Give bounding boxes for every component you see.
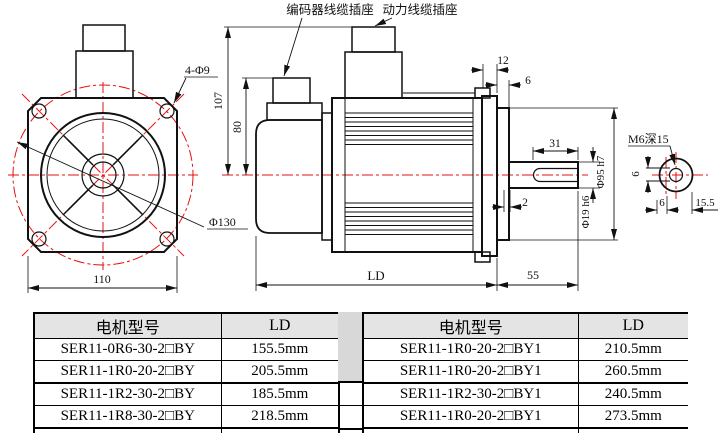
holes-label: 4-Φ9 [185, 63, 210, 77]
model-cell: SER11-1R2-30-2□BY [33, 382, 222, 406]
ld-cell: 155.5mm [220, 338, 340, 361]
key-width-dim: 6 [630, 156, 651, 193]
column-header-ld: LD [577, 312, 688, 339]
column-header-model: 电机型号 [33, 312, 222, 339]
holes-callout: 4-Φ9 [173, 63, 218, 104]
width-dimension: 110 [27, 256, 178, 293]
table-row: SER11-1R0-20-2□BY1 260.5mm [362, 360, 688, 384]
model-cell: SER11-1R2-30-2□BY1 [362, 382, 579, 406]
ld-cell: 273.5mm [577, 405, 688, 429]
model-table-right: 电机型号 LD SER11-1R0-20-2□BY1 210.5mm SER11… [362, 312, 688, 433]
ld-cell: 185.5mm [220, 382, 340, 406]
model-ld-tables: 电机型号 LD SER11-0R6-30-2□BY 155.5mm SER11-… [33, 312, 688, 433]
dim-key-width: 6 [630, 171, 642, 177]
power-connector [344, 26, 403, 99]
keyway [532, 167, 578, 183]
flange-square [27, 97, 178, 253]
dim-6: 6 [525, 75, 531, 87]
power-socket-label: 动力线缆插座 [382, 2, 457, 17]
ld-cell: 210.5mm [577, 338, 688, 361]
model-table-left: 电机型号 LD SER11-0R6-30-2□BY 155.5mm SER11-… [33, 312, 340, 433]
model-cell: SER11-1R0-20-2□BY [33, 360, 222, 384]
ld-cell: 260.5mm [577, 360, 688, 384]
model-cell: SER11-1R0-20-2□BY1 [362, 338, 579, 361]
column-header-ld: LD [220, 312, 340, 339]
table-row: SER11-1R2-30-2□BY 185.5mm [33, 382, 340, 406]
key-position-dims: 6 15.5 [645, 192, 718, 214]
dim-55: 55 [527, 268, 539, 282]
ld-cell: 218.5mm [220, 405, 340, 429]
front-connector [75, 24, 134, 99]
dim-phi19: Φ19 h6 [580, 195, 592, 228]
rear-cover [255, 119, 323, 234]
flange-thickness-dim: 12 [471, 55, 509, 93]
connector-callouts: 编码器线缆插座 动力线缆插座 [283, 2, 458, 77]
dim-80: 80 [230, 121, 244, 133]
rear-junction [321, 112, 333, 241]
model-cell: SER11-1R0-20-2□BY1 [362, 405, 579, 429]
table-row-cutoff [362, 427, 688, 433]
motor-dimension-drawing: 4-Φ9 Φ130 110 [8, 2, 718, 293]
mounting-holes [31, 103, 175, 247]
ld-cell: 205.5mm [220, 360, 340, 384]
motor-side-view: 编码器线缆插座 动力线缆插座 107 80 12 [211, 2, 618, 291]
fan-cross-spokes [62, 134, 144, 216]
ld-cell: 240.5mm [577, 382, 688, 406]
table-row: SER11-1R0-20-2□BY1 273.5mm [362, 405, 688, 429]
column-header-model: 电机型号 [362, 312, 579, 339]
bolt-circle-callout: Φ130 [16, 141, 248, 230]
encoder-conn-height-dim: 80 [230, 77, 273, 175]
model-cell: SER11-1R0-20-2□BY1 [362, 360, 579, 384]
model-cell: SER11-1R8-30-2□BY [33, 405, 222, 429]
bolt-circle-label: Φ130 [209, 215, 236, 229]
shaft-dia-dim: Φ19 h6 [578, 147, 600, 228]
tapped-hole [668, 167, 684, 183]
dim-107: 107 [211, 92, 225, 110]
dim-phi95: Φ95 h7 [595, 155, 607, 188]
dim-2: 2 [522, 197, 528, 209]
encoder-socket-label: 编码器线缆插座 [286, 2, 374, 17]
shaft-end-view: 6 6 15.5 M6深15 [628, 132, 718, 214]
table-row: SER11-1R2-30-2□BY1 240.5mm [362, 382, 688, 406]
thread-label: M6深15 [628, 132, 669, 146]
shoulder-dim: 2 [492, 190, 528, 212]
spigot [496, 107, 510, 241]
table-row: SER11-1R0-20-2□BY 205.5mm [33, 360, 340, 384]
table-row-cutoff [33, 427, 340, 433]
cooling-fins [345, 112, 473, 236]
front-flange [481, 95, 498, 257]
key-length-dim: 31 [532, 138, 579, 160]
width-label: 110 [93, 272, 111, 286]
dim-ld: LD [367, 268, 384, 283]
dim-key-offset: 6 [659, 197, 665, 209]
shaft-extension-dim: 55 [497, 191, 579, 291]
spigot-dia-dim: Φ95 h7 [509, 107, 618, 241]
body-length-dim: LD [255, 236, 498, 291]
encoder-connector [266, 77, 323, 121]
bolt-circle [12, 84, 194, 266]
table-row: SER11-1R0-20-2□BY1 210.5mm [362, 338, 688, 361]
table-gap-column [338, 312, 362, 433]
spigot-depth-dim: 6 [485, 75, 531, 108]
dim-12: 12 [497, 55, 509, 67]
motor-front-view: 4-Φ9 Φ130 110 [8, 24, 248, 293]
thread-callout: M6深15 [628, 132, 676, 166]
dim-key-height: 15.5 [695, 197, 715, 209]
shaft-end-circle [658, 157, 694, 193]
table-row: SER11-0R6-30-2□BY 155.5mm [33, 338, 340, 361]
power-conn-height-dim: 107 [211, 26, 352, 175]
model-cell: SER11-0R6-30-2□BY [33, 338, 222, 361]
dim-31: 31 [549, 138, 561, 150]
table-row: SER11-1R8-30-2□BY 218.5mm [33, 405, 340, 429]
shaft [508, 161, 579, 189]
